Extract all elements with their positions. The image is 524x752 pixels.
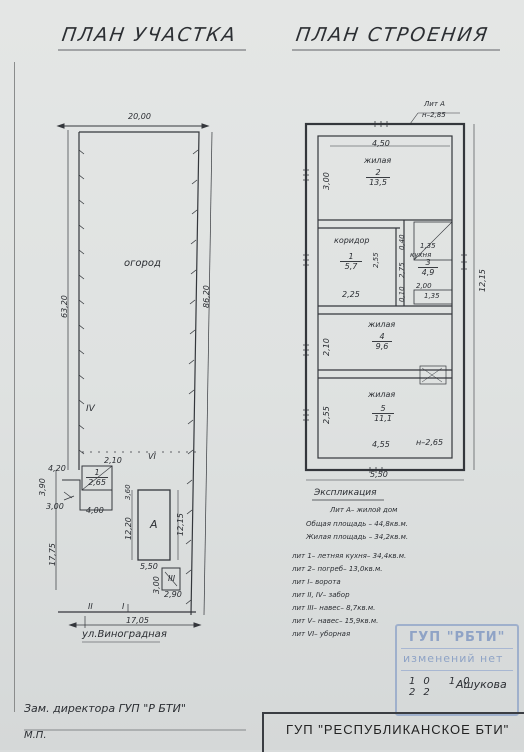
dim-2-90: 2,90	[164, 590, 182, 599]
explication-line: лит V– навес– 15,9кв.м.	[292, 617, 379, 625]
title-block-org: ГУП "РЕСПУБЛИКАНСКОЕ БТИ"	[286, 722, 510, 737]
dim-5-50: 5,50	[140, 562, 158, 571]
dim-4-20: 4,20	[48, 464, 66, 473]
explication-line: Жилая площадь – 34,2кв.м.	[306, 533, 409, 541]
garden-label: огород	[124, 258, 161, 269]
site-right-length: 86,20	[202, 285, 211, 308]
stamp-date: 10 10 22	[409, 676, 478, 698]
explication-line: лит I– ворота	[292, 578, 341, 586]
dim-200: 2,00	[416, 282, 432, 290]
dim-kitchen-w: 1,35	[420, 242, 436, 250]
dim-12-20: 12,20	[124, 517, 133, 540]
label-i: I	[122, 602, 125, 611]
explication-line: Лит А– жилой дом	[330, 506, 398, 514]
room2-area: 2 13,5	[366, 168, 390, 187]
dim-room4-h: 2,10	[322, 338, 331, 356]
dim-3-60: 3,60	[124, 484, 132, 500]
lit-a-label: Лит А	[424, 100, 445, 108]
dim-2-10: 2,10	[104, 456, 122, 465]
stamp-text: изменений нет	[403, 652, 504, 665]
house-label: А	[150, 518, 158, 531]
fence-label-iv: IV	[86, 404, 95, 414]
dim-17-75: 17,75	[48, 543, 57, 566]
site-top-width: 20,00	[128, 112, 151, 121]
site-bottom-width: 17,05	[126, 616, 149, 625]
room2-name: жилая	[364, 156, 392, 165]
explication-title: Экспликация	[314, 488, 377, 498]
dim-total-width: 5,50	[370, 470, 388, 479]
explication-line: Общая площадь – 44,8кв.м.	[306, 520, 408, 528]
dim-corridor-h: 2,55	[372, 252, 380, 268]
room3-name: кухня	[410, 251, 432, 259]
shed-fraction: 1 2,65	[86, 468, 108, 487]
room4-name: жилая	[368, 320, 396, 329]
height-top: н–2,85	[422, 111, 446, 119]
dim-bottom-inner: 4,55	[372, 440, 390, 449]
room1-name: коридор	[334, 236, 370, 245]
explication-line: лит 2– погреб– 13,0кв.м.	[292, 565, 383, 573]
deputy-director: Зам. директора ГУП "Р БТИ"	[24, 702, 186, 715]
fence-label-vi: VI	[148, 452, 156, 461]
explication-line: лит III– навес– 8,7кв.м.	[292, 604, 376, 612]
explication-line: лит VI– уборная	[292, 630, 351, 638]
label-iii: III	[168, 574, 176, 583]
dim-12-15: 12,15	[176, 513, 185, 536]
bti-stamp: ГУП "РБТИ" изменений нет 10 10 22	[395, 624, 519, 716]
dim-total-height: 12,15	[478, 269, 487, 292]
room4-area: 4 9,6	[372, 332, 392, 351]
title-block: ГУП "РЕСПУБЛИКАНСКОЕ БТИ"	[262, 712, 524, 752]
dim-corridor-w: 2,25	[342, 290, 360, 299]
mp-label: М.П.	[24, 730, 47, 741]
room5-name: жилая	[368, 390, 396, 399]
dim-3-00: 3,00	[46, 502, 64, 511]
site-left-length: 63,20	[60, 295, 69, 318]
explication-line: лит II, IV– забор	[292, 591, 350, 599]
signature: Ашукова	[456, 678, 507, 691]
dim-wall-010: 0,10	[398, 286, 406, 302]
dim-wall-040: 0,40	[398, 234, 406, 250]
dim-room2-height: 3,00	[322, 172, 331, 190]
dim-135b: 1,35	[424, 292, 440, 300]
dim-3-00b: 3,00	[152, 576, 161, 594]
sheet-frame	[14, 62, 511, 712]
dim-4-00: 4,00	[86, 506, 104, 515]
room1-area: 1 5,7	[340, 252, 362, 271]
label-ii: II	[88, 602, 93, 611]
dim-room5-h: 2,55	[322, 406, 331, 424]
room5-area: 5 11,1	[372, 404, 394, 423]
stamp-org: ГУП "РБТИ"	[409, 630, 506, 645]
dim-3-90: 3,90	[38, 478, 47, 496]
explication-line: лит 1– летняя кухня– 34,4кв.м.	[292, 552, 407, 560]
dim-kitchen-h: 2,75	[398, 262, 406, 278]
height-bottom: н–2,65	[416, 438, 444, 447]
dim-top-width: 4,50	[372, 139, 390, 148]
room3-area: 3 4,9	[418, 258, 438, 277]
street-name: ул.Виноградная	[82, 629, 167, 640]
